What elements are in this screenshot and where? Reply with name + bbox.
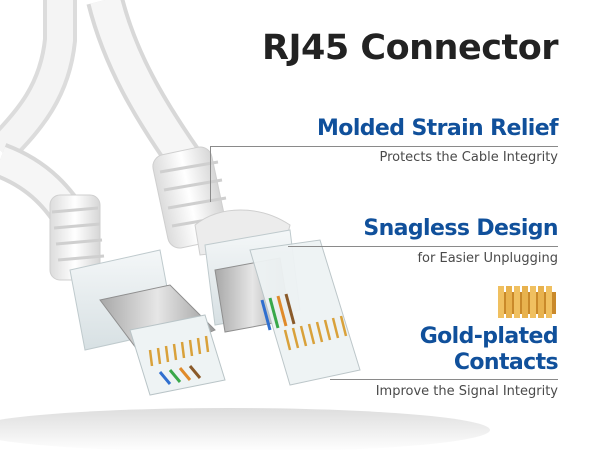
left-wire-colors [158,365,202,385]
callout-line-1 [210,146,558,147]
right-gold-contacts [283,315,348,351]
floor-shadow [0,408,490,450]
callout-pointer-1 [210,146,211,202]
gold-contact-pins-icon [498,286,556,318]
right-plug [204,229,361,386]
right-cable [86,0,361,386]
feature-snagless-design-desc: for Easier Unplugging [417,251,558,266]
left-plug [69,249,226,396]
left-strain-relief [49,194,105,281]
right-wire-colors [260,293,296,331]
callout-line-3 [330,379,558,380]
page-title: RJ45 Connector [262,28,558,68]
feature-gold-plated-desc: Improve the Signal Integrity [375,384,558,399]
feature-molded-strain-relief-title: Molded Strain Relief [317,116,559,141]
feature-molded-strain-relief-desc: Protects the Cable Integrity [379,150,558,165]
left-gold-contacts [148,335,210,367]
left-cable [0,0,226,396]
feature-snagless-design-title: Snagless Design [363,216,558,241]
callout-line-2 [288,246,558,247]
feature-gold-plated-title-line1: Gold-plated [419,324,559,349]
feature-gold-plated-title-line2: Contacts [453,350,559,375]
